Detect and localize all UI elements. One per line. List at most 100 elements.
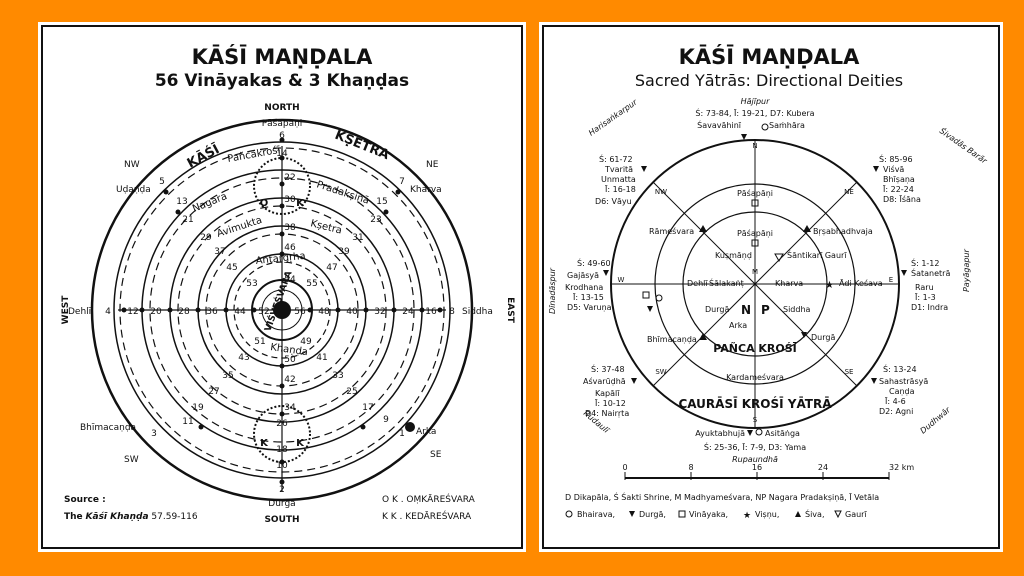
se-line2: Sahastrāsyā <box>879 377 928 386</box>
siddha-label: Siddha <box>462 307 493 317</box>
num-26: 26 <box>276 419 288 429</box>
north-label: NORTH <box>264 103 299 113</box>
nw-line1: Ś: 61-72 <box>599 153 633 164</box>
num-15: 15 <box>376 197 387 207</box>
right-title: KĀŚĪ MAṆḌALA <box>679 44 861 69</box>
east-line2: Śatanetrā <box>911 267 950 278</box>
legend-kedaresvara: K K . KEDĀREŚVARA <box>382 510 472 522</box>
vinayakas-diagram: KĀŚĪ MAṆḌALA 56 Vināyakas & 3 Khaṇḍas NO… <box>41 25 523 549</box>
sw-line1: Ś: 37-48 <box>591 363 625 374</box>
num-7: 7 <box>399 177 405 187</box>
se-deities: Ś: 13-24 Sahastrāsyā Caṇḍa Ī: 4-6 D2: Ag… <box>879 363 928 416</box>
left-subtitle: 56 Vināyakas & 3 Khaṇḍas <box>155 71 409 91</box>
bhairava-circle-icon <box>655 294 663 302</box>
omkaresvara-letter-o: O <box>260 198 269 209</box>
inner-durga-2: Durgā <box>811 333 835 342</box>
vinayaka-dots <box>121 137 443 485</box>
source-prefix: The <box>64 512 83 522</box>
legend-visnu-icon: ★ <box>743 511 751 521</box>
inner-salakant: Śālakaṅṭ <box>709 277 744 289</box>
spoke-w: W <box>618 276 625 284</box>
inner-pasapani-2: Pāśapāṇi <box>737 228 773 239</box>
source-book: Kāśī Khaṇḍa <box>86 511 149 522</box>
khanda-arc-label: Khaṇḍa <box>270 342 309 358</box>
visnu-star-icon: ★ <box>825 280 834 291</box>
inner-arka: Arka <box>729 321 747 330</box>
left-panel-vinayakas-map: KĀŚĪ MAṆḌALA 56 Vināyakas & 3 Khaṇḍas NO… <box>38 22 526 552</box>
num-43: 43 <box>238 353 249 363</box>
num-9: 9 <box>383 415 389 425</box>
east-label: EAST <box>505 297 515 324</box>
bhimacanda-label: Bhīmacaṇḍa <box>80 423 136 433</box>
scale-bar: 0 8 16 24 32 km <box>622 463 914 480</box>
num-25: 25 <box>346 387 357 397</box>
avimukta-arc-label: Avimukta <box>216 215 264 240</box>
num-30: 30 <box>284 195 296 205</box>
source-citation: The Kāśī Khaṇḍa 57.59-116 <box>64 511 198 522</box>
udanda-label: Uḍaṇḍa <box>116 185 151 195</box>
deity-symbols: ★ <box>603 123 907 436</box>
se-line3: Caṇḍa <box>889 387 915 397</box>
east-line3: Raru <box>915 283 934 292</box>
num-23: 23 <box>370 215 381 225</box>
num-50: 50 <box>284 355 296 365</box>
sw-line5: D4: Nairṛta <box>585 409 629 419</box>
sivadas-label: Śivadās Barār <box>938 125 990 166</box>
place-labels: Pāśapāṇi Uḍaṇḍa Kharva Dehlī Siddha Bhīm… <box>68 118 493 509</box>
se-line1: Ś: 13-24 <box>883 363 917 374</box>
inner-places: Pāśapāṇi Rāmeśvara Bṛṣabhadhvaja Pāśapāṇ… <box>647 188 883 382</box>
num-45: 45 <box>226 263 237 273</box>
num-47: 47 <box>326 263 337 273</box>
inner-dehli: Dehlī <box>687 279 708 288</box>
num-32: 32 <box>374 307 385 317</box>
left-title: KĀŚĪ MAṆḌALA <box>192 44 374 69</box>
ne-line5: D8: Īśāna <box>883 194 921 204</box>
durga-triangle-icon <box>801 332 807 338</box>
kashi-arc-label: KĀŚĪ <box>184 141 222 171</box>
legend-symbols: Bhairava, Durgā, Vināyaka, ★ Viṣṇu, Śiva… <box>565 508 867 521</box>
num-5: 5 <box>159 177 165 187</box>
num-52: 52 <box>258 307 269 317</box>
vinayaka-square-icon <box>642 291 650 299</box>
num-22: 22 <box>284 173 295 183</box>
spoke-nw: NW <box>655 188 667 196</box>
legend-durga-icon <box>629 511 635 517</box>
spoke-e: E <box>889 276 893 284</box>
source-label: Source : <box>64 495 106 505</box>
legend-siva: Śiva, <box>805 508 824 519</box>
siva-triangle-icon <box>803 225 811 232</box>
north-line: Ś: 73-84, Ī: 19-21, D7: Kubera <box>695 107 814 118</box>
num-40: 40 <box>346 307 358 317</box>
west-line1: Ś: 49-60 <box>577 257 611 268</box>
durga-triangle-icon <box>647 306 653 312</box>
np-letter-p: P <box>761 303 770 317</box>
legend-abbreviations: D Dikapāla, Ś Śakti Shrine, M Madhyameśv… <box>565 491 879 503</box>
dudhwar-label: Dudhwār <box>919 405 953 436</box>
se-line4: Ī: 4-6 <box>885 396 906 406</box>
num-46: 46 <box>284 243 296 253</box>
np-letters: N P <box>741 303 770 317</box>
right-frame <box>542 25 1000 549</box>
num-28: 28 <box>178 307 190 317</box>
west-line2: Gajāsyā <box>567 271 599 280</box>
nw-deities: Ś: 61-72 Tvaritā Unmatta Ī: 16-18 D6: Vā… <box>595 153 636 206</box>
south-durga: Ayuktabhujā <box>695 429 745 438</box>
vinayaka-square-icon <box>751 239 759 247</box>
legend-bhairava-icon <box>565 510 573 518</box>
num-48: 48 <box>318 307 330 317</box>
north-deities: Ś: 73-84, Ī: 19-21, D7: Kubera Śavavāhin… <box>695 107 814 130</box>
num-20: 20 <box>150 307 162 317</box>
harisankarpur-label: Harisaṅkarpur <box>587 97 639 137</box>
legend-vinayaka: Vināyaka, <box>689 510 728 519</box>
spoke-n: N <box>752 142 757 150</box>
east-line5: D1: Indra <box>911 303 948 312</box>
pasapani-label: Pāśapāṇi <box>262 118 303 129</box>
inner-durga-1: Durgā <box>705 305 729 314</box>
gauri-triangle-icon <box>774 253 784 263</box>
east-line4: Ī: 1-3 <box>915 292 936 302</box>
num-44: 44 <box>234 307 246 317</box>
num-51: 51 <box>254 337 265 347</box>
spoke-sw: SW <box>655 368 666 376</box>
south-deities: Ayuktabhujā Asitāṅga Ś: 25-36, Ī: 7-9, D… <box>695 429 806 452</box>
durga-triangle-icon <box>631 378 637 384</box>
